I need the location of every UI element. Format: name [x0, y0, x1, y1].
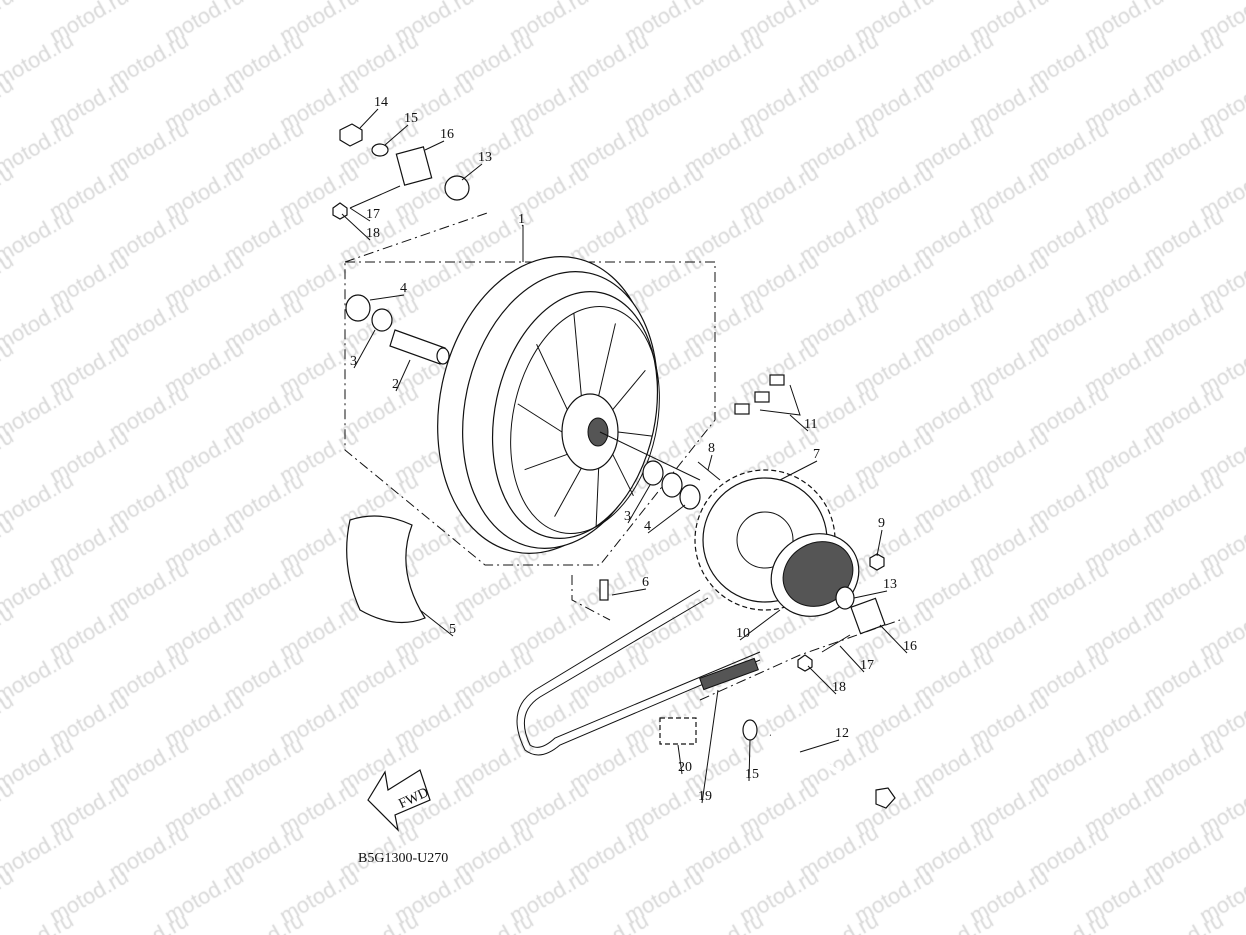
left-bearings: [345, 294, 450, 365]
callout-19: 19: [698, 789, 712, 804]
stud-8: [697, 461, 721, 481]
bolt-17: [821, 634, 851, 653]
callout-10: 10: [736, 626, 750, 641]
callout-4: 4: [400, 281, 407, 296]
wheel-spoke: [595, 468, 600, 527]
joint-20: [659, 717, 697, 745]
callout-leader: [739, 609, 781, 641]
callout-6: 6: [642, 575, 649, 590]
callout-leader: [627, 484, 651, 524]
drive-chain-19: [516, 589, 761, 756]
callout-leader: [789, 414, 809, 432]
callout-15: 15: [404, 111, 418, 126]
callout-leader: [807, 665, 837, 695]
wheel-spoke: [536, 343, 568, 410]
callout-15: 15: [745, 767, 759, 782]
callout-1: 1: [518, 212, 525, 227]
callout-leader: [349, 207, 371, 222]
wheel-spoke: [612, 369, 646, 410]
valve-6: [571, 575, 611, 621]
washer-15: [371, 143, 389, 157]
wheel-spoke: [573, 313, 582, 396]
callout-14: 14: [374, 95, 388, 110]
axle-hardware-left: [332, 123, 470, 220]
callout-4: 4: [644, 519, 651, 534]
collar-13: [444, 175, 470, 201]
callout-18: 18: [832, 680, 846, 695]
wheel-spoke: [517, 403, 563, 433]
callout-17: 17: [860, 658, 874, 673]
wheel-spoke: [612, 454, 634, 497]
callout-3: 3: [624, 509, 631, 524]
callout-13: 13: [883, 577, 897, 592]
callout-leader: [419, 609, 454, 637]
callout-8: 8: [708, 441, 715, 456]
callout-3: 3: [350, 354, 357, 369]
callout-2: 2: [392, 377, 399, 392]
rear-wheel: [437, 256, 660, 554]
callout-leader: [879, 624, 908, 654]
wheel-assembly-outline: [344, 211, 716, 566]
wheel-spoke: [598, 323, 616, 396]
washer-15: [742, 719, 758, 741]
adjuster-plate-16: [850, 597, 886, 635]
wheel-spoke: [617, 431, 653, 437]
callout-leader: [369, 294, 405, 301]
callout-7: 7: [813, 447, 820, 462]
damper-set-11: [734, 374, 801, 416]
collar-13: [835, 586, 855, 610]
callout-leader: [701, 689, 719, 804]
wheel-spoke: [524, 453, 568, 471]
callout-leader: [395, 359, 411, 392]
bolt-17: [349, 185, 401, 209]
callout-leader: [876, 529, 883, 557]
callout-leader: [359, 108, 379, 129]
callout-leader: [384, 124, 409, 146]
callout-13: 13: [478, 150, 492, 165]
adjuster-plate-16: [395, 146, 433, 186]
callout-leader: [748, 739, 751, 782]
callout-leader: [341, 213, 371, 241]
diagram-code: B5G1300-U270: [358, 851, 448, 866]
callout-leader: [779, 460, 818, 481]
callout-leader: [677, 744, 683, 775]
callout-12: 12: [835, 726, 849, 741]
callout-leader: [521, 224, 524, 227]
callout-16: 16: [440, 127, 454, 142]
callout-20: 20: [678, 760, 692, 775]
callout-leader: [647, 504, 686, 534]
callout-16: 16: [903, 639, 917, 654]
callout-leader: [424, 140, 445, 151]
axle-12: [699, 619, 901, 809]
forward-arrow: FWD: [367, 769, 431, 832]
callout-leader: [707, 454, 713, 471]
callout-18: 18: [366, 226, 380, 241]
callout-leader: [353, 329, 376, 369]
callout-17: 17: [366, 207, 380, 222]
callout-leader: [611, 588, 647, 596]
callout-leader: [853, 590, 888, 599]
tire-5: [346, 515, 426, 624]
wheel-spoke: [554, 467, 582, 517]
callout-5: 5: [449, 622, 456, 637]
nut-9: [869, 553, 885, 571]
nut-14: [339, 123, 363, 147]
callout-leader: [461, 163, 483, 181]
right-bearings: [599, 431, 721, 510]
callout-leader: [799, 739, 840, 753]
callout-11: 11: [804, 417, 817, 432]
callout-9: 9: [878, 516, 885, 531]
callout-leader: [839, 645, 865, 673]
